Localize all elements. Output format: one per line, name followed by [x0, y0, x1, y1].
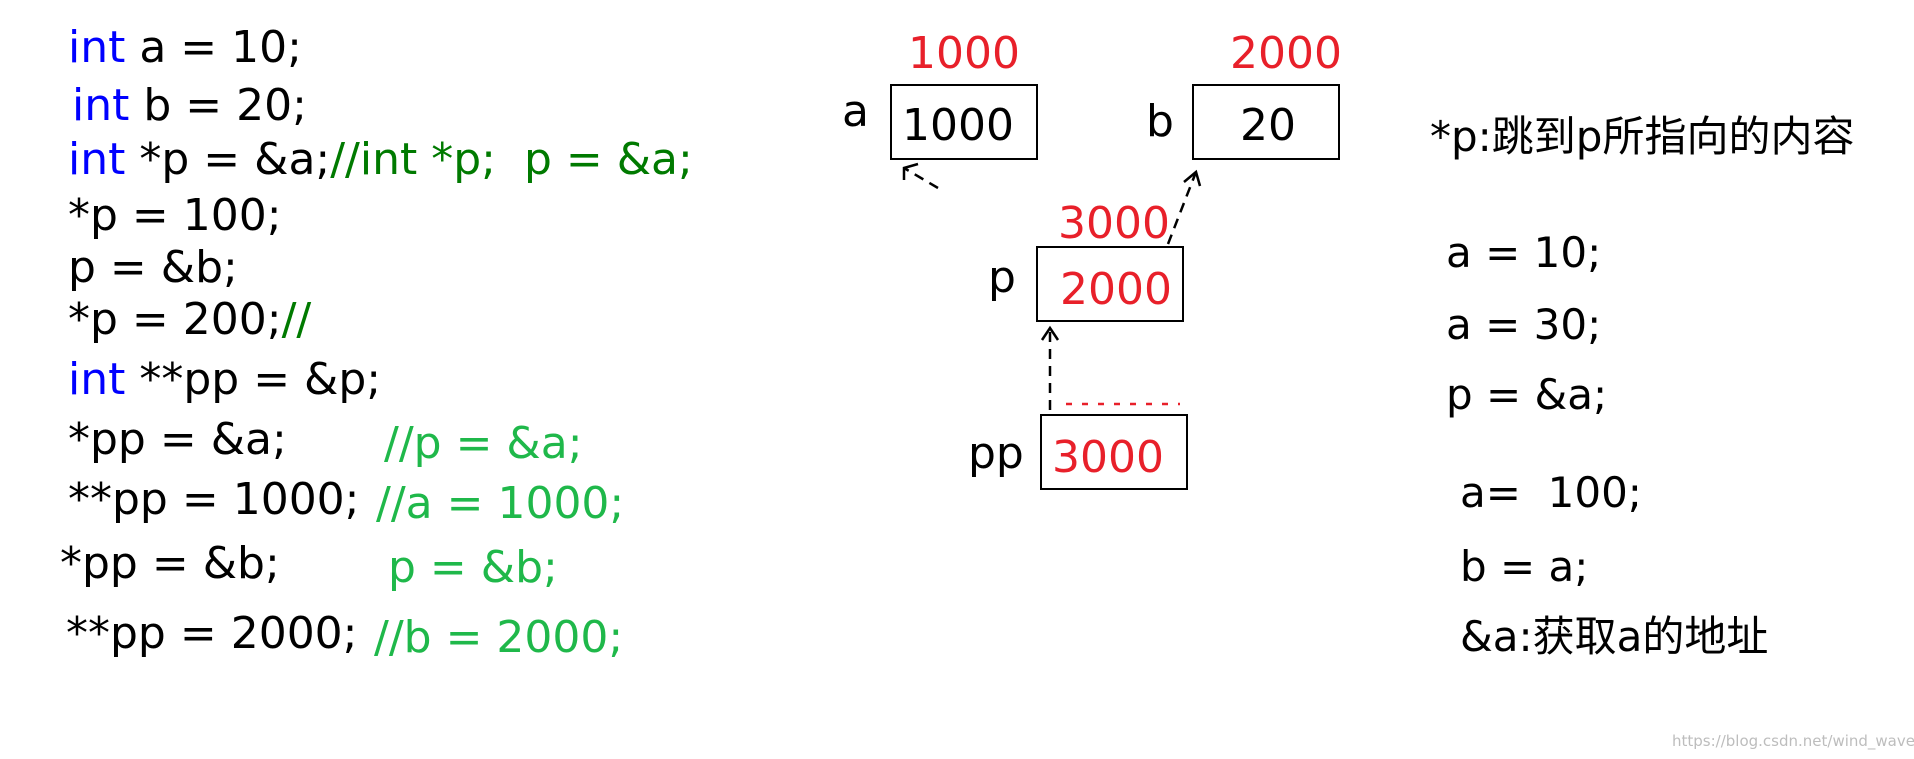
code-line-9: **pp = 1000; — [68, 478, 360, 522]
memory-value-b: 20 — [1240, 100, 1296, 151]
note-line-2: a = 30; — [1446, 300, 1602, 349]
note-address-of: &a:获取a的地址 — [1460, 612, 1769, 661]
code-comment-10: p = &b; — [388, 542, 558, 593]
arrow-p-to-a — [902, 162, 939, 190]
code-comment-8: //p = &a; — [384, 418, 583, 469]
memory-box-a — [890, 84, 1038, 160]
watermark: https://blog.csdn.net/wind_waves — [1672, 732, 1914, 750]
note-line-4: a= 100; — [1460, 468, 1642, 517]
code-line-11: **pp = 2000; — [66, 612, 358, 656]
arrow-pp-to-p — [1040, 325, 1060, 410]
code-line-10: *pp = &b; — [60, 542, 280, 586]
code-text: b = 20; — [129, 80, 307, 131]
keyword-int: int — [68, 134, 126, 185]
variable-label-b: b — [1146, 96, 1174, 147]
code-text: *p = 200; — [68, 294, 282, 345]
memory-box-p — [1036, 246, 1184, 322]
memory-value-p: 2000 — [1060, 264, 1172, 315]
variable-label-pp: pp — [968, 428, 1024, 479]
code-comment-9: //a = 1000; — [376, 478, 625, 529]
code-line-7: int **pp = &p; — [68, 358, 381, 402]
note-line-5: b = a; — [1460, 542, 1589, 591]
code-text: **pp = 2000; — [66, 608, 358, 659]
variable-label-a: a — [842, 86, 869, 137]
code-line-4: *p = 100; — [68, 194, 282, 238]
keyword-int: int — [68, 22, 126, 73]
memory-value-pp: 3000 — [1052, 432, 1164, 483]
keyword-int: int — [72, 80, 130, 131]
code-comment: // — [281, 294, 312, 345]
note-line-3: p = &a; — [1446, 370, 1608, 419]
note-dereference: *p:跳到p所指向的内容 — [1430, 112, 1855, 161]
memory-value-a: 1000 — [902, 100, 1014, 151]
code-line-8: *pp = &a; — [68, 418, 287, 462]
keyword-int: int — [68, 354, 126, 405]
code-line-6: *p = 200;// — [68, 298, 311, 342]
code-text: *pp = &b; — [60, 538, 280, 589]
code-line-1: int a = 10; — [68, 26, 302, 70]
note-line-1: a = 10; — [1446, 228, 1602, 277]
code-comment: //int *p; p = &a; — [330, 134, 693, 185]
code-text: p = &b; — [68, 242, 238, 293]
code-text: *pp = &a; — [68, 414, 287, 465]
address-p: 3000 — [1058, 198, 1170, 249]
memory-box-pp — [1040, 414, 1188, 490]
arrow-p-to-b — [1166, 169, 1202, 245]
code-comment-11: //b = 2000; — [374, 612, 624, 663]
variable-label-p: p — [988, 252, 1016, 303]
code-text: a = 10; — [125, 22, 302, 73]
memory-box-b — [1192, 84, 1340, 160]
code-text: **pp = &p; — [125, 354, 382, 405]
code-line-2: int b = 20; — [72, 84, 307, 128]
address-b: 2000 — [1230, 28, 1342, 79]
code-text: *p = 100; — [68, 190, 282, 241]
address-a: 1000 — [908, 28, 1020, 79]
code-text: **pp = 1000; — [68, 474, 360, 525]
code-line-5: p = &b; — [68, 246, 238, 290]
code-line-3: int *p = &a;//int *p; p = &a; — [68, 138, 693, 182]
code-text: *p = &a; — [125, 134, 331, 185]
